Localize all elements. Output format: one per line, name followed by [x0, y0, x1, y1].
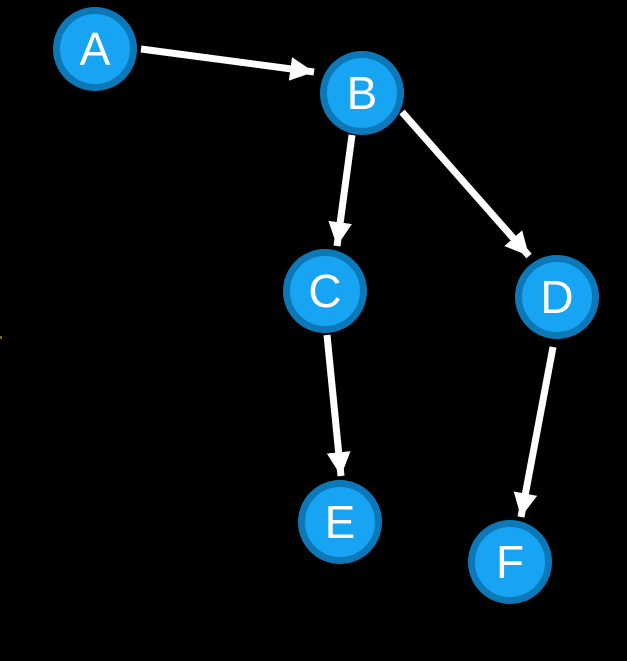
node-F-label: F [495, 536, 525, 588]
node-A-label: A [79, 23, 111, 75]
node-E-label: E [324, 496, 356, 548]
node-B[interactable]: B [320, 51, 404, 135]
screen-artifact-dot [0, 336, 2, 339]
edge-C-E[interactable] [323, 334, 351, 477]
node-A[interactable]: A [53, 7, 137, 91]
edge-A-B[interactable] [140, 45, 315, 81]
node-F[interactable]: F [468, 520, 552, 604]
node-D-label: D [540, 271, 574, 323]
node-C-label: C [308, 265, 342, 317]
edge-B-C[interactable] [328, 134, 356, 247]
edge-D-F[interactable] [513, 346, 557, 518]
node-B-label: B [346, 67, 378, 119]
node-E[interactable]: E [298, 480, 382, 564]
node-D[interactable]: D [515, 255, 599, 339]
node-C[interactable]: C [283, 249, 367, 333]
edge-B-D[interactable] [399, 109, 532, 259]
